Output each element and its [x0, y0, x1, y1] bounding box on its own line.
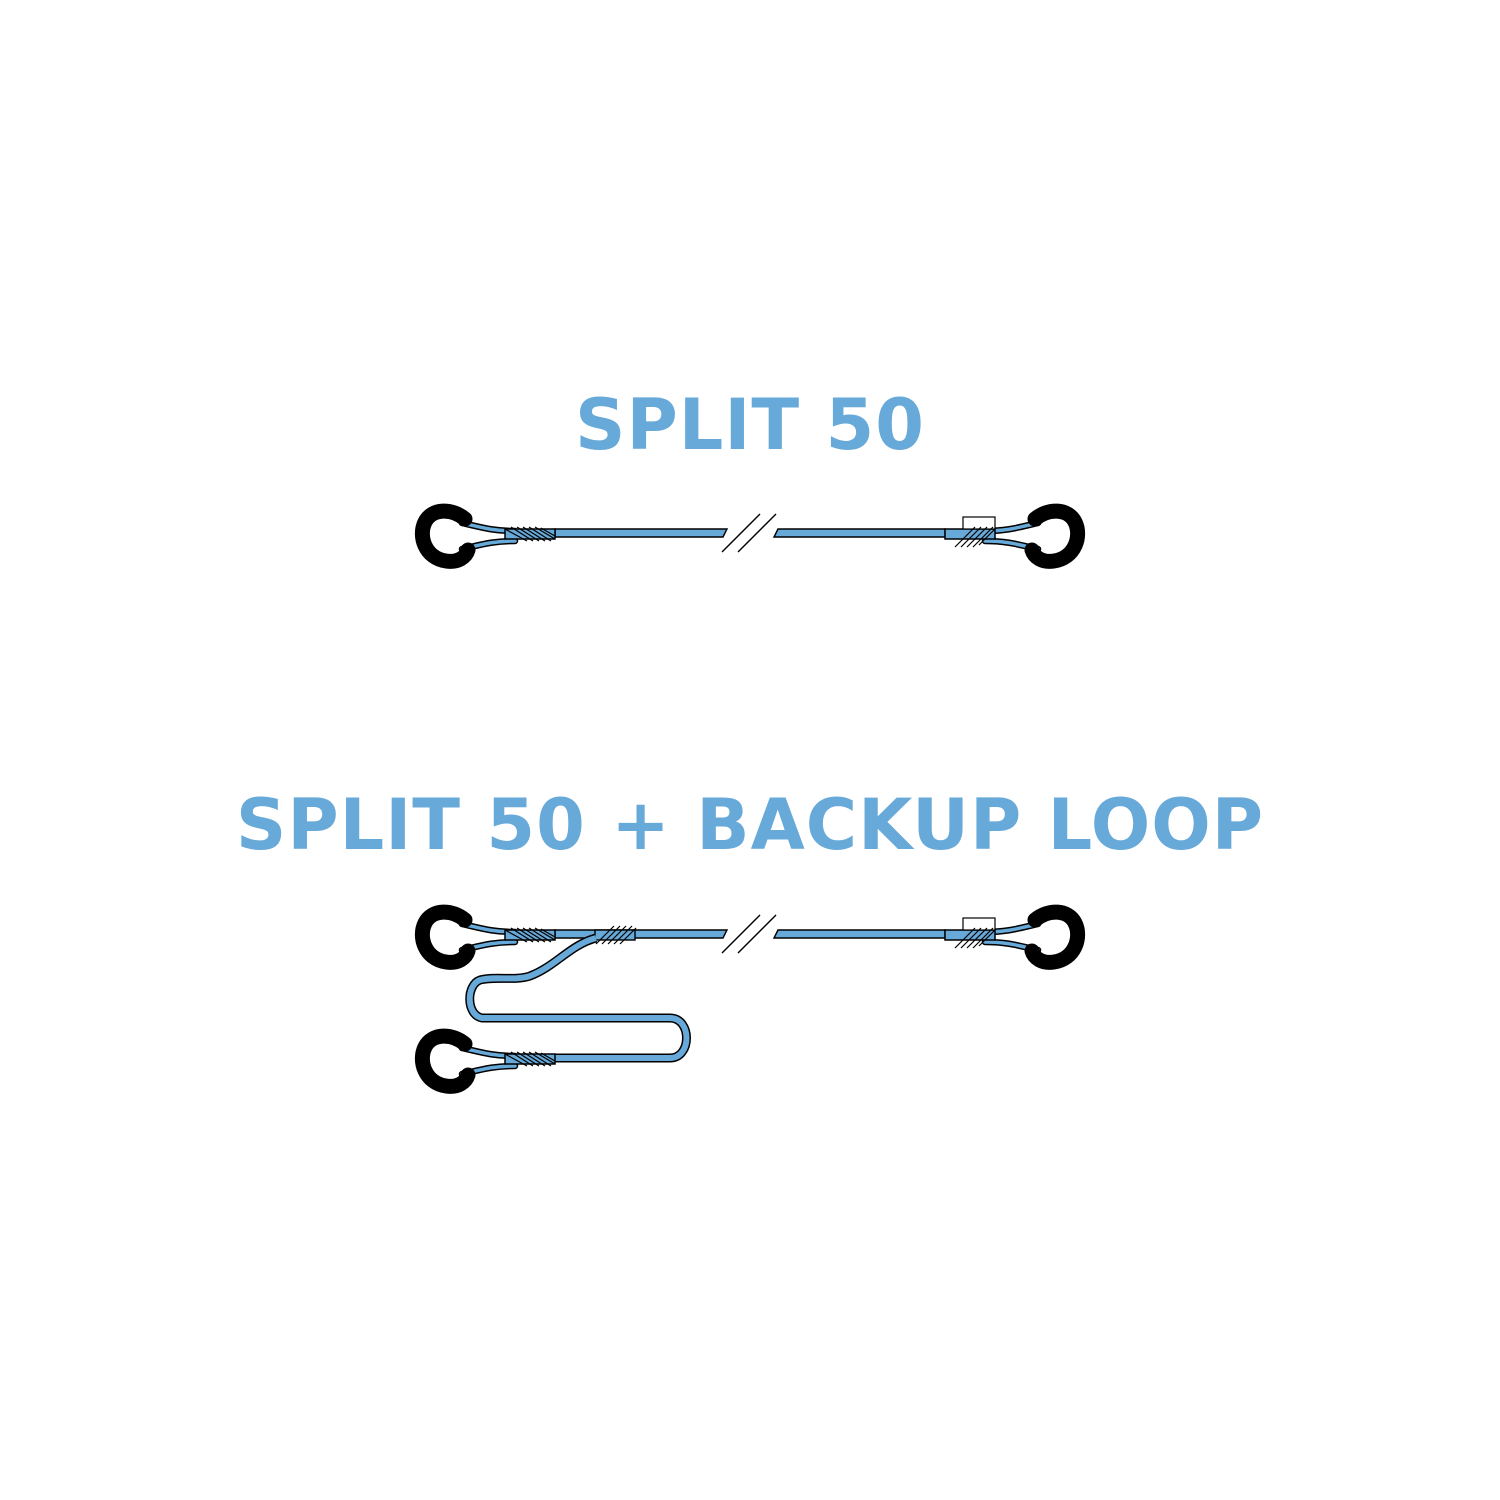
right-eye-thimble — [945, 511, 1078, 561]
backup-branch-splice — [594, 925, 637, 945]
title-split-50-backup-loop: SPLIT 50 + BACKUP LOOP — [235, 784, 1265, 866]
left-eye-thimble — [422, 912, 555, 962]
right-eye-thimble — [945, 912, 1078, 962]
main-line-with-break — [554, 513, 946, 553]
rope-split-50-backup-loop — [422, 912, 1077, 962]
left-eye-thimble — [422, 511, 555, 561]
backup-eye-thimble — [422, 1036, 555, 1086]
rope-split-50 — [422, 511, 1077, 561]
title-split-50: SPLIT 50 — [575, 384, 925, 466]
backup-loop-line — [465, 933, 691, 1063]
